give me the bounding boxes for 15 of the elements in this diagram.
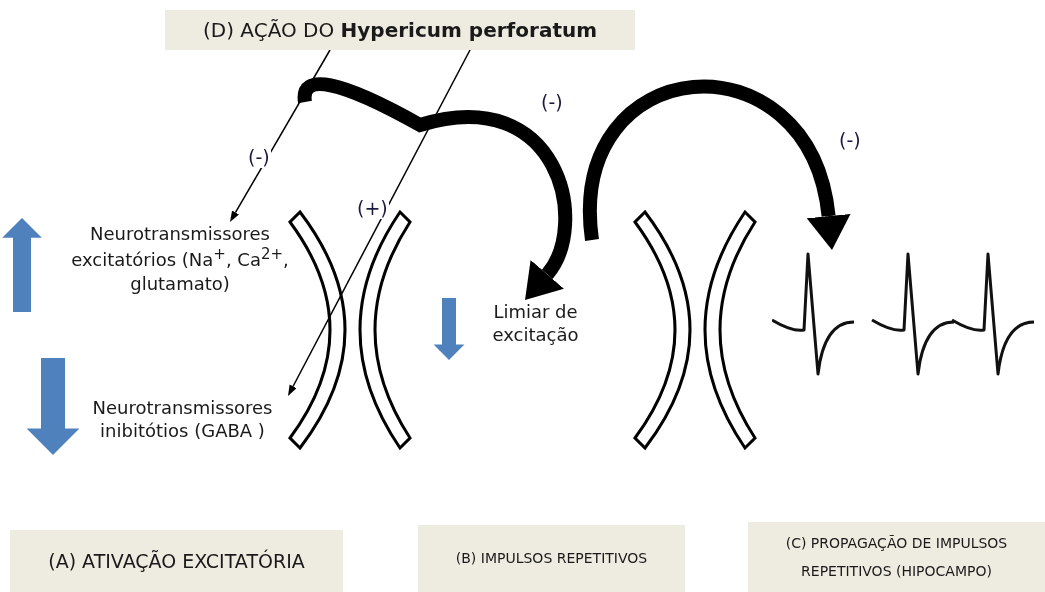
edge-label: (-): [540, 92, 564, 113]
annotation-text: Limiar de excitação: [468, 300, 603, 360]
arrow: [297, 77, 573, 303]
arrow: [583, 80, 851, 250]
panel-label: (B) IMPULSOS REPETITIVOS: [418, 525, 685, 592]
edge-label: (-): [247, 147, 271, 168]
edge-label: (+): [356, 198, 389, 219]
edge-label: (-): [838, 130, 862, 151]
arrow: [230, 49, 331, 222]
annotation-text: Neurotransmissores excitatórios (Na$^{+}$, Ca$^{2+}$, glutamato): [50, 222, 310, 318]
annotation-text: Neurotransmissores inibitótios (GABA ): [70, 396, 295, 484]
title-box: (D) AÇÃO DO Hypericum perforatum: [165, 10, 635, 50]
panel-label: (C) PROPAGAÇÃO DE IMPULSOS REPETITIVOS (HIPOCAMPO): [748, 522, 1045, 592]
panel-label: (A) ATIVAÇÃO EXCITATÓRIA: [10, 530, 343, 592]
arrow: [288, 49, 471, 396]
